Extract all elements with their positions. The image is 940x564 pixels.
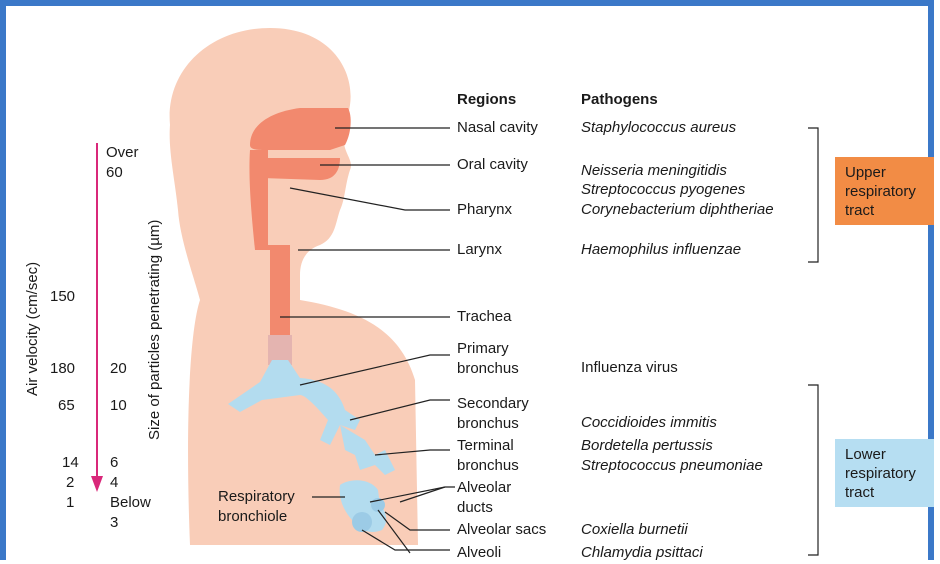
velocity-value: 1 <box>66 493 74 513</box>
pathogen-label: Influenza virus <box>581 358 678 378</box>
regions-header: Regions <box>457 90 516 110</box>
region-label: Secondary bronchus <box>457 394 529 434</box>
region-label: Alveolar ducts <box>457 478 511 518</box>
region-label: Terminal bronchus <box>457 436 519 476</box>
air-velocity-label: Air velocity (cm/sec) <box>24 262 41 396</box>
particle-size-label: Size of particles penetrating (µm) <box>146 220 163 440</box>
pathogen-label: Chlamydia psittaci <box>581 543 703 563</box>
size-value: 4 <box>110 473 118 493</box>
pathogen-label: Coxiella burnetii <box>581 520 688 540</box>
size-value: Below 3 <box>110 493 151 533</box>
pathogen-label: Coccidioides immitis <box>581 413 717 433</box>
region-label: Alveoli <box>457 543 501 563</box>
pathogen-label: Haemophilus influenzae <box>581 240 741 260</box>
size-value: 20 <box>110 359 127 379</box>
region-label: Primary bronchus <box>457 339 519 379</box>
pathogen-label: Streptococcus pyogenes <box>581 180 745 200</box>
region-label: Pharynx <box>457 200 512 220</box>
pathogen-label: Bordetella pertussis <box>581 436 713 456</box>
velocity-value: 65 <box>58 396 75 416</box>
region-label: Larynx <box>457 240 502 260</box>
velocity-value: 180 <box>50 359 75 379</box>
region-label: Oral cavity <box>457 155 528 175</box>
velocity-value: 2 <box>66 473 74 493</box>
region-label: Alveolar sacs <box>457 520 546 540</box>
region-label: Nasal cavity <box>457 118 538 138</box>
air-velocity-arrow <box>91 143 103 492</box>
pathogen-label: Streptococcus pneumoniae <box>581 456 763 476</box>
lower-tract-box: Lower respiratory tract <box>835 439 934 507</box>
region-label: Trachea <box>457 307 511 327</box>
pathogen-label: Neisseria meningitidis <box>581 161 727 181</box>
size-value: 6 <box>110 453 118 473</box>
velocity-value: 14 <box>62 453 79 473</box>
pathogen-label: Corynebacterium diphtheriae <box>581 200 774 220</box>
tract-brackets <box>808 128 818 555</box>
velocity-value: 150 <box>50 287 75 307</box>
respiratory-bronchiole-label: Respiratory bronchiole <box>218 487 295 527</box>
pathogen-label: Staphylococcus aureus <box>581 118 736 138</box>
alveolar-sac <box>352 512 372 532</box>
pathogens-header: Pathogens <box>581 90 658 110</box>
upper-tract-box: Upper respiratory tract <box>835 157 934 225</box>
oral-cavity-shape <box>262 158 340 180</box>
size-value: Over 60 <box>106 143 139 183</box>
size-value: 10 <box>110 396 127 416</box>
